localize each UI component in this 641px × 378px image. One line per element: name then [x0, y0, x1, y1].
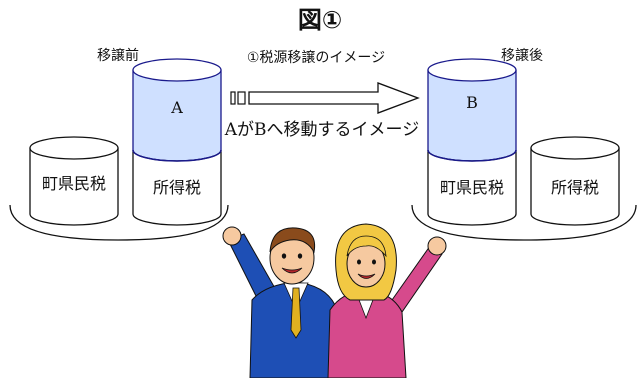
two-business-people-cheering-icon: [222, 223, 447, 378]
figure-title: 図①: [298, 6, 342, 34]
right-cylinder-b: B 町県民税: [427, 58, 517, 226]
right-caption: 移譲後: [501, 48, 543, 64]
woman-figure-icon: [327, 223, 447, 378]
right-cylinder-b-label: B: [466, 93, 478, 112]
right-group: 移譲後 B 町県民税 所得税: [411, 48, 637, 241]
left-group: 移譲前 町県民税 A 所得税: [9, 47, 229, 241]
man-figure-icon: [222, 226, 341, 378]
left-cylinder-shotokuzei-label: 所得税: [153, 178, 201, 197]
left-caption: 移譲前: [97, 47, 139, 64]
left-tray: [9, 204, 229, 241]
left-cylinder-chokenminzei: 町県民税: [29, 136, 119, 226]
right-cylinder-chokenminzei-label: 町県民税: [440, 178, 504, 197]
left-cylinder-chokenminzei-label: 町県民税: [42, 174, 106, 193]
right-cylinder-shotokuzei-label: 所得税: [551, 178, 599, 197]
left-cylinder-a: A 所得税: [132, 58, 222, 226]
right-cylinder-shotokuzei: 所得税: [530, 136, 620, 226]
transfer-arrow: ①税源移譲のイメージ AがBへ移動するイメージ: [224, 50, 420, 140]
right-tray: [411, 204, 637, 241]
arrow-label-bottom: AがBへ移動するイメージ: [224, 120, 419, 140]
arrow-label-top: ①税源移譲のイメージ: [247, 50, 385, 66]
left-cylinder-a-label: A: [170, 98, 183, 117]
